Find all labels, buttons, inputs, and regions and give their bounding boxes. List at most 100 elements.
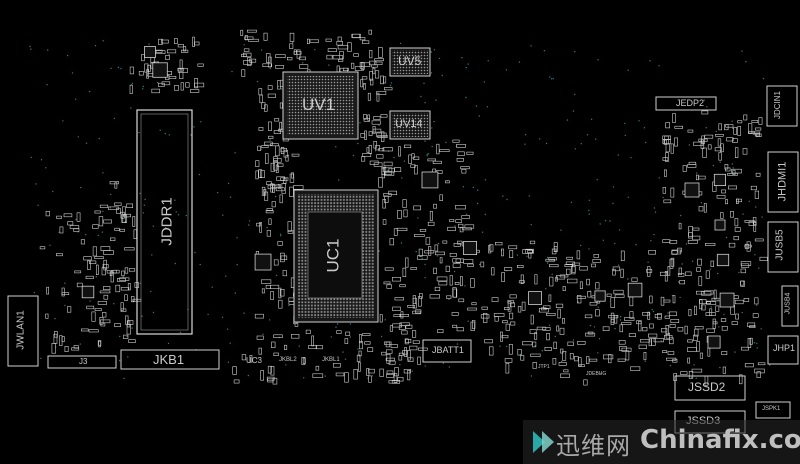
via — [260, 49, 263, 51]
smd-part — [312, 373, 324, 378]
smd-part — [436, 143, 440, 155]
smd-part — [412, 310, 422, 315]
via — [526, 255, 528, 257]
smd-part — [559, 274, 569, 278]
smd-part — [399, 313, 409, 317]
jkb1-outline — [120, 349, 220, 370]
small-ic — [627, 282, 643, 298]
via — [389, 84, 392, 87]
smd-part — [264, 153, 269, 164]
smd-part — [452, 139, 460, 143]
smd-part — [631, 277, 638, 282]
smd-part — [509, 294, 517, 299]
smd-part — [706, 301, 717, 305]
smd-part — [665, 143, 670, 153]
via — [725, 236, 728, 239]
smd-part — [546, 312, 556, 316]
via — [175, 211, 177, 213]
smd-part — [501, 335, 509, 339]
jbatt1-outline — [422, 339, 472, 363]
smd-part — [617, 358, 626, 362]
via — [662, 196, 664, 199]
via — [400, 242, 403, 244]
smd-part — [518, 280, 525, 284]
smd-part — [665, 152, 669, 162]
smd-part — [628, 333, 637, 337]
smd-part — [664, 135, 669, 145]
smd-part — [366, 147, 370, 153]
via — [229, 342, 231, 344]
smd-part — [501, 272, 505, 282]
smd-part — [368, 29, 372, 35]
smd-part — [409, 345, 418, 351]
smd-part — [92, 246, 97, 257]
smd-part — [369, 78, 374, 86]
via — [477, 189, 479, 191]
smd-part — [412, 295, 416, 304]
via — [718, 326, 720, 328]
smd-part — [102, 264, 109, 269]
smd-part — [268, 218, 272, 225]
via — [144, 198, 146, 201]
smd-part — [500, 248, 504, 257]
via — [47, 49, 49, 51]
via — [156, 81, 159, 84]
smd-part — [672, 113, 676, 123]
smd-part — [257, 145, 261, 152]
smd-part — [662, 239, 671, 243]
smd-part — [565, 261, 575, 265]
smd-part — [670, 257, 675, 267]
smd-part — [734, 147, 739, 158]
smd-part — [158, 82, 165, 87]
smd-part — [286, 56, 293, 61]
smd-part — [129, 268, 136, 272]
smd-part — [460, 276, 463, 287]
via — [423, 82, 425, 85]
smd-part — [124, 294, 128, 302]
smd-part — [520, 355, 525, 361]
via — [588, 209, 590, 212]
via — [543, 50, 546, 52]
via — [596, 179, 598, 181]
smd-part — [710, 260, 715, 267]
smd-part — [649, 295, 653, 304]
smd-part — [61, 336, 65, 342]
smd-part — [620, 268, 624, 278]
smd-part — [698, 138, 708, 142]
via — [98, 137, 100, 140]
via — [731, 120, 733, 122]
smd-part — [612, 266, 620, 272]
smd-part — [167, 49, 177, 54]
via — [475, 105, 478, 107]
smd-part — [696, 267, 701, 272]
label-uv1: UV1 — [302, 95, 336, 114]
smd-part — [386, 373, 394, 378]
smd-part — [94, 308, 102, 311]
smd-part — [362, 153, 372, 157]
via — [229, 196, 232, 198]
smd-part — [734, 227, 741, 232]
smd-part — [447, 226, 456, 231]
via — [441, 74, 443, 77]
smd-part — [738, 374, 743, 385]
via — [588, 213, 590, 215]
via — [231, 70, 233, 73]
smd-part — [114, 323, 121, 328]
smd-part — [53, 331, 58, 338]
via — [574, 51, 576, 53]
smd-part — [67, 221, 74, 226]
label-jbatt1: JBATT1 — [432, 345, 464, 355]
via — [484, 213, 486, 216]
smd-part — [703, 290, 714, 295]
smd-part — [439, 257, 443, 264]
smd-part — [410, 164, 416, 168]
via — [599, 223, 601, 225]
smd-part — [404, 338, 409, 345]
via — [80, 186, 82, 189]
via — [658, 65, 660, 67]
smd-part — [360, 62, 365, 70]
via — [198, 173, 201, 176]
via — [352, 154, 355, 157]
smd-part — [520, 274, 524, 284]
via — [415, 251, 417, 253]
